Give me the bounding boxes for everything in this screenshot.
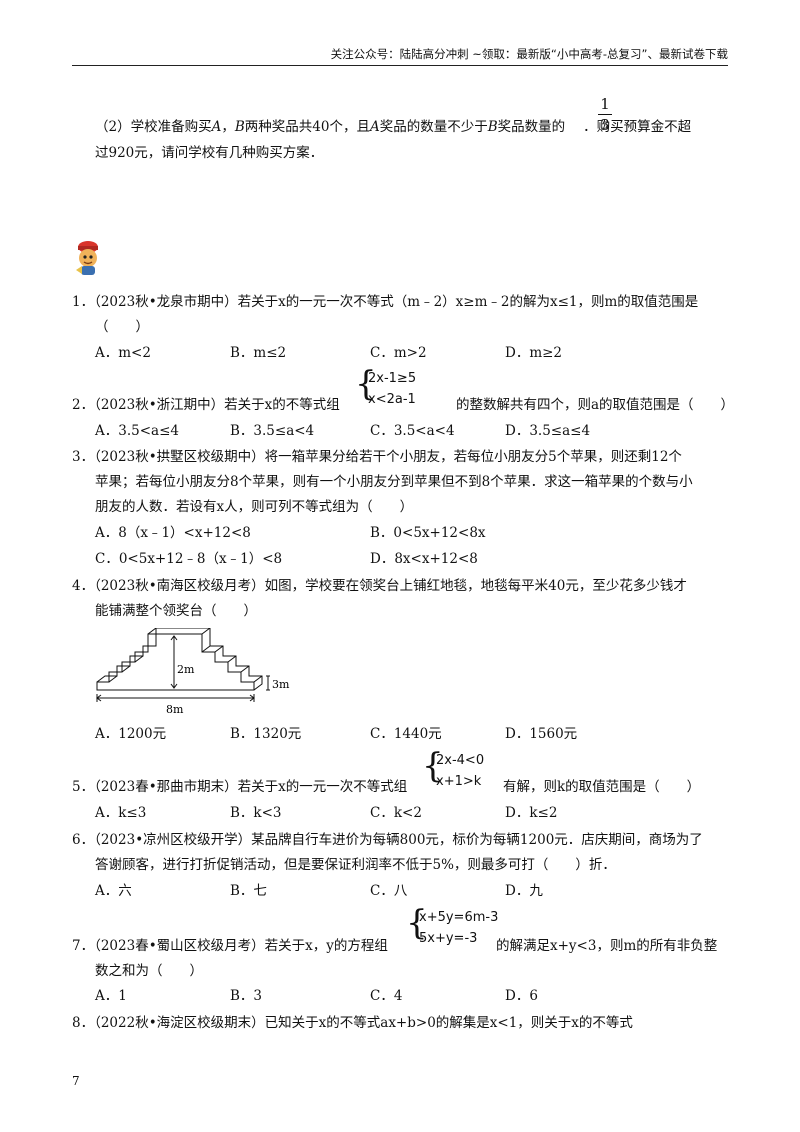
q4-line-1: 4．（2023秋•南海区校级月考）如图，学校要在领奖台上铺红地毯，地毯每平米40… [72, 578, 687, 594]
q2-option-a[interactable]: A．3.5<a≤4 [95, 423, 179, 439]
podium-height-label: 2m [177, 663, 195, 676]
podium-width-label: 8m [166, 703, 184, 716]
q1-option-c[interactable]: C．m>2 [370, 345, 427, 361]
q3-line-2: 苹果；若每位小朋友分8个苹果，则有一个小朋友分到苹果但不到8个苹果．求这一箱苹果… [95, 474, 693, 490]
q2-system-eq-2: x<2a-1 [368, 392, 416, 407]
mascot-icon [72, 240, 104, 276]
q6-option-a[interactable]: A．六 [95, 883, 132, 899]
q7-line-2: 数之和为（ ） [95, 963, 203, 979]
system-brace: { [355, 364, 377, 404]
q3-option-c[interactable]: C．0<5x+12﹣8（x﹣1）<8 [95, 551, 283, 567]
q7-line-post: 的解满足x+y<3，则m的所有非负整 [496, 938, 718, 954]
q7-option-a[interactable]: A．1 [95, 988, 127, 1004]
podium-step-label: 3m [272, 678, 290, 691]
q6-line-1: 6．（2023•凉州区校级开学）某品牌自行车进价为每辆800元，标价为每辆120… [72, 832, 703, 848]
q4-option-d[interactable]: D．1560元 [505, 726, 578, 742]
q2-system-eq-1: 2x-1≥5 [368, 371, 417, 386]
q5-system-eq-2: x+1>k [436, 774, 482, 789]
q8-line-1: 8．（2022秋•海淀区校级期末）已知关于x的不等式ax+b>0的解集是x<1，… [72, 1015, 633, 1031]
intro-text: ．购买预算金不超 [583, 119, 692, 135]
q7-system-eq-2: 5x+y=-3 [419, 931, 478, 946]
intro-text: 两种奖品共40个，且 [244, 119, 370, 135]
intro-sep: ， [221, 119, 235, 135]
q1-line-1: 1．（2023秋•龙泉市期中）若关于x的一元一次不等式（m﹣2）x≥m﹣2的解为… [72, 294, 699, 310]
q3-line-1: 3．（2023秋•拱墅区校级期中）将一箱苹果分给若干个小朋友，若每位小朋友分5个… [72, 449, 682, 465]
var-A: A [211, 119, 222, 135]
header-text: 关注公众号：陆陆高分冲刺 ~领取：最新版“小中高考-总复习”、最新试卷下载 [330, 47, 728, 61]
q4-option-b[interactable]: B．1320元 [230, 726, 302, 742]
page-header: 关注公众号：陆陆高分冲刺 ~领取：最新版“小中高考-总复习”、最新试卷下载 [72, 45, 728, 66]
q1-option-d[interactable]: D．m≥2 [505, 345, 563, 361]
q7-option-c[interactable]: C．4 [370, 988, 403, 1004]
fraction-numerator: 1 [600, 95, 610, 113]
q5-line-post: 有解，则k的取值范围是（ ） [503, 779, 701, 795]
q6-line-2: 答谢顾客，进行打折促销活动，但是要保证利润率不低于5%，则最多可打（ ）折． [95, 857, 616, 873]
q3-option-a[interactable]: A．8（x﹣1）<x+12<8 [95, 525, 251, 541]
q5-option-c[interactable]: C．k<2 [370, 805, 422, 821]
intro-text: （2）学校准备购买 [95, 119, 212, 135]
fraction-one-third: 1 3 [598, 95, 612, 134]
q7-option-d[interactable]: D．6 [505, 988, 538, 1004]
q6-option-d[interactable]: D．九 [505, 883, 543, 899]
system-brace: { [406, 903, 428, 943]
q7-system-eq-1: x+5y=6m-3 [419, 910, 499, 925]
q1-line-2: （ ） [95, 319, 149, 335]
intro-text: 奖品的数量不少于 [379, 119, 488, 135]
intro-line-2: 过920元，请问学校有几种购买方案． [95, 145, 324, 161]
intro-text: 奖品数量的 [497, 119, 566, 135]
page-number: 7 [72, 1074, 80, 1088]
var-B: B [487, 119, 498, 135]
q5-system-eq-1: 2x-4<0 [436, 753, 485, 768]
q7-line-pre: 7．（2023春•蜀山区校级月考）若关于x，y的方程组 [72, 938, 388, 954]
fraction-denominator: 3 [600, 116, 610, 134]
q2-line-post: 的整数解共有四个，则a的取值范围是（ ） [456, 397, 735, 413]
q1-option-a[interactable]: A．m<2 [95, 345, 151, 361]
var-B: B [234, 119, 245, 135]
system-brace: { [422, 746, 444, 786]
q2-option-b[interactable]: B．3.5≤a<4 [230, 423, 315, 439]
podium-figure: 2m 3m 8m [92, 627, 302, 718]
q3-line-3: 朋友的人数．若设有x人，则可列不等式组为（ ） [95, 499, 414, 515]
q1-option-b[interactable]: B．m≤2 [230, 345, 287, 361]
q2-option-d[interactable]: D．3.5≤a≤4 [505, 423, 591, 439]
q7-option-b[interactable]: B．3 [230, 988, 263, 1004]
q5-line-pre: 5．（2023春•那曲市期末）若关于x的一元一次不等式组 [72, 779, 408, 795]
q4-option-a[interactable]: A．1200元 [95, 726, 167, 742]
q3-option-d[interactable]: D．8x<x+12<8 [370, 551, 478, 567]
q4-option-c[interactable]: C．1440元 [370, 726, 442, 742]
q5-option-d[interactable]: D．k≤2 [505, 805, 558, 821]
q4-line-2: 能铺满整个领奖台（ ） [95, 603, 257, 619]
q6-option-c[interactable]: C．八 [370, 883, 408, 899]
q3-option-b[interactable]: B．0<5x+12<8x [370, 525, 486, 541]
q5-option-a[interactable]: A．k≤3 [95, 805, 147, 821]
q2-line-pre: 2．（2023秋•浙江期中）若关于x的不等式组 [72, 397, 340, 413]
q2-option-c[interactable]: C．3.5<a<4 [370, 423, 455, 439]
var-A: A [369, 119, 380, 135]
q6-option-b[interactable]: B．七 [230, 883, 267, 899]
intro-line-1: （2）学校准备购买A，B两种奖品共40个，且A奖品的数量不少于B奖品数量的．购买… [95, 117, 691, 137]
q5-option-b[interactable]: B．k<3 [230, 805, 282, 821]
